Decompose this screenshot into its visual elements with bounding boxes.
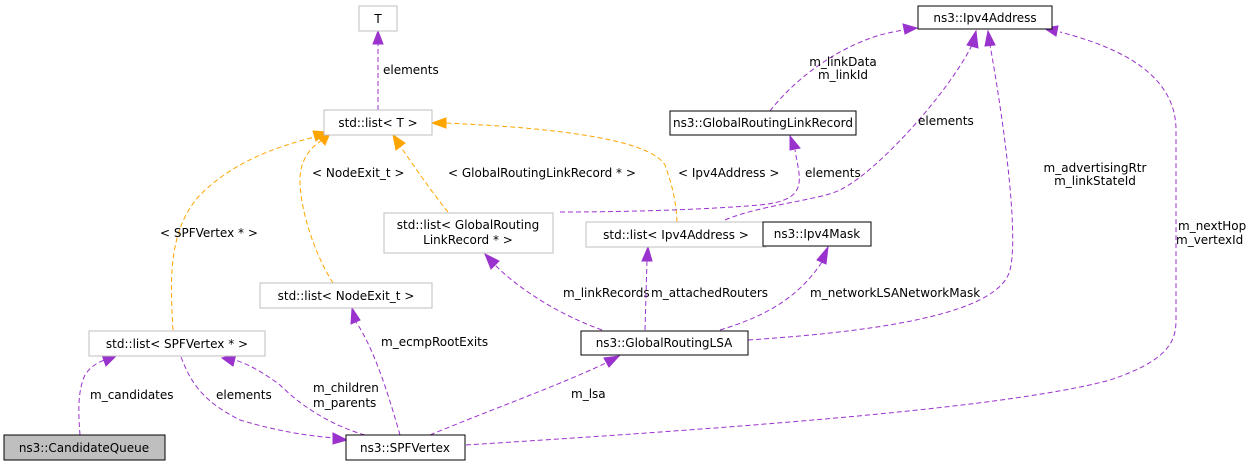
node-t-label: T: [373, 12, 382, 26]
edge-list-nodeexit-template: < NodeExit_t >: [299, 132, 404, 284]
edge-label-grlr-elements: elements: [805, 166, 861, 180]
edge-label-tmpl-nodeexit: < NodeExit_t >: [312, 166, 404, 180]
edge-label-vertexid: m_vertexId: [1176, 233, 1243, 247]
node-ipv4address[interactable]: ns3::Ipv4Address: [917, 5, 1053, 30]
edge-label-parents: m_parents: [313, 396, 376, 410]
edge-label-tmpl-grlr: < GlobalRoutingLinkRecord * >: [448, 166, 636, 180]
node-candidatequeue[interactable]: ns3::CandidateQueue: [3, 434, 166, 461]
edge-list-grlr-to-grlinkrecord: elements: [559, 134, 861, 213]
edge-list-ipv4-template: < Ipv4Address >: [430, 117, 779, 223]
edge-list-t-to-t: elements: [372, 29, 439, 110]
edge-label-networklsamask: m_networkLSANetworkMask: [810, 286, 980, 300]
edge-label-linkstateid: m_linkStateId: [1054, 174, 1136, 188]
edge-label-lsa: m_lsa: [571, 387, 606, 401]
edge-label-ipv4-elements: elements: [918, 114, 974, 128]
edge-label-candidates: m_candidates: [90, 388, 174, 402]
node-std-list-spfvertex-label: std::list< SPFVertex * >: [106, 337, 248, 351]
node-globalroutinglsa[interactable]: ns3::GlobalRoutingLSA: [580, 330, 749, 356]
edge-grlinkrecord-to-ipv4address: m_linkData m_linkId: [769, 23, 919, 112]
node-std-list-t-label: std::list< T >: [338, 116, 417, 130]
edge-label-linkdata: m_linkData: [809, 55, 877, 69]
node-ipv4mask[interactable]: ns3::Ipv4Mask: [762, 221, 872, 247]
edge-candidatequeue-to-list-spfvertex: m_candidates: [78, 354, 174, 436]
edge-label-children: m_children: [313, 381, 379, 395]
edge-grlsa-to-ipv4mask: m_networkLSANetworkMask: [719, 245, 980, 331]
node-std-list-nodeexit[interactable]: std::list< NodeExit_t >: [259, 282, 433, 309]
edge-label-spf-elements: elements: [216, 388, 272, 402]
edge-label-nexthop: m_nextHop: [1178, 219, 1246, 233]
node-std-list-nodeexit-label: std::list< NodeExit_t >: [278, 289, 415, 303]
node-globalroutinglinkrecord[interactable]: ns3::GlobalRoutingLinkRecord: [669, 110, 857, 136]
edge-spfvertex-to-grlsa: m_lsa: [429, 355, 621, 436]
node-std-list-grlr-label-1: std::list< GlobalRouting: [397, 218, 539, 232]
edge-grlsa-to-ipv4address: m_advertisingRtr m_linkStateId: [747, 29, 1147, 341]
node-candidatequeue-label: ns3::CandidateQueue: [19, 441, 149, 455]
edge-list-spfvertex-to-spfvertex: elements: [180, 356, 349, 445]
edge-label-advertisingrtr: m_advertisingRtr: [1044, 161, 1147, 175]
node-ipv4address-label: ns3::Ipv4Address: [933, 11, 1036, 25]
edge-spfvertex-to-list-nodeexit: m_ecmpRootExits: [350, 306, 488, 436]
edge-label-tmpl-ipv4: < Ipv4Address >: [678, 166, 779, 180]
node-std-list-ipv4address[interactable]: std::list< Ipv4Address >: [585, 221, 767, 248]
node-spfvertex[interactable]: ns3::SPFVertex: [345, 434, 466, 461]
edge-list-ipv4-to-ipv4address: elements: [724, 29, 979, 221]
edge-label-linkid: m_linkId: [818, 68, 868, 82]
node-std-list-spfvertex[interactable]: std::list< SPFVertex * >: [88, 330, 266, 357]
edge-spfvertex-to-ipv4address: m_nextHop m_vertexId: [465, 25, 1246, 446]
edge-spfvertex-to-list-spfvertex: m_children m_parents: [220, 353, 379, 436]
node-globalroutinglinkrecord-label: ns3::GlobalRoutingLinkRecord: [673, 116, 853, 130]
edge-label-tmpl-spfvertex: < SPFVertex * >: [160, 226, 258, 240]
node-ipv4mask-label: ns3::Ipv4Mask: [774, 227, 860, 241]
edge-label-ecmprootexits: m_ecmpRootExits: [381, 335, 488, 349]
edge-label-t-elements: elements: [383, 63, 439, 77]
node-std-list-globalroutinglinkrecord[interactable]: std::list< GlobalRouting LinkRecord * >: [383, 212, 554, 254]
node-std-list-t[interactable]: std::list< T >: [323, 109, 433, 136]
edge-label-attachedrouters: m_attachedRouters: [651, 286, 768, 300]
edge-grlsa-to-list-ipv4: m_attachedRouters: [641, 245, 768, 331]
node-t[interactable]: T: [358, 5, 398, 32]
node-std-list-ipv4address-label: std::list< Ipv4Address >: [603, 228, 749, 242]
edge-list-grlr-template: < GlobalRoutingLinkRecord * >: [392, 133, 636, 213]
node-std-list-grlr-label-2: LinkRecord * >: [423, 233, 513, 247]
node-globalroutinglsa-label: ns3::GlobalRoutingLSA: [596, 336, 733, 350]
edge-label-linkrecords: m_linkRecords: [563, 286, 650, 300]
node-spfvertex-label: ns3::SPFVertex: [360, 441, 450, 455]
edge-grlsa-to-list-grlr: m_linkRecords: [484, 252, 650, 331]
